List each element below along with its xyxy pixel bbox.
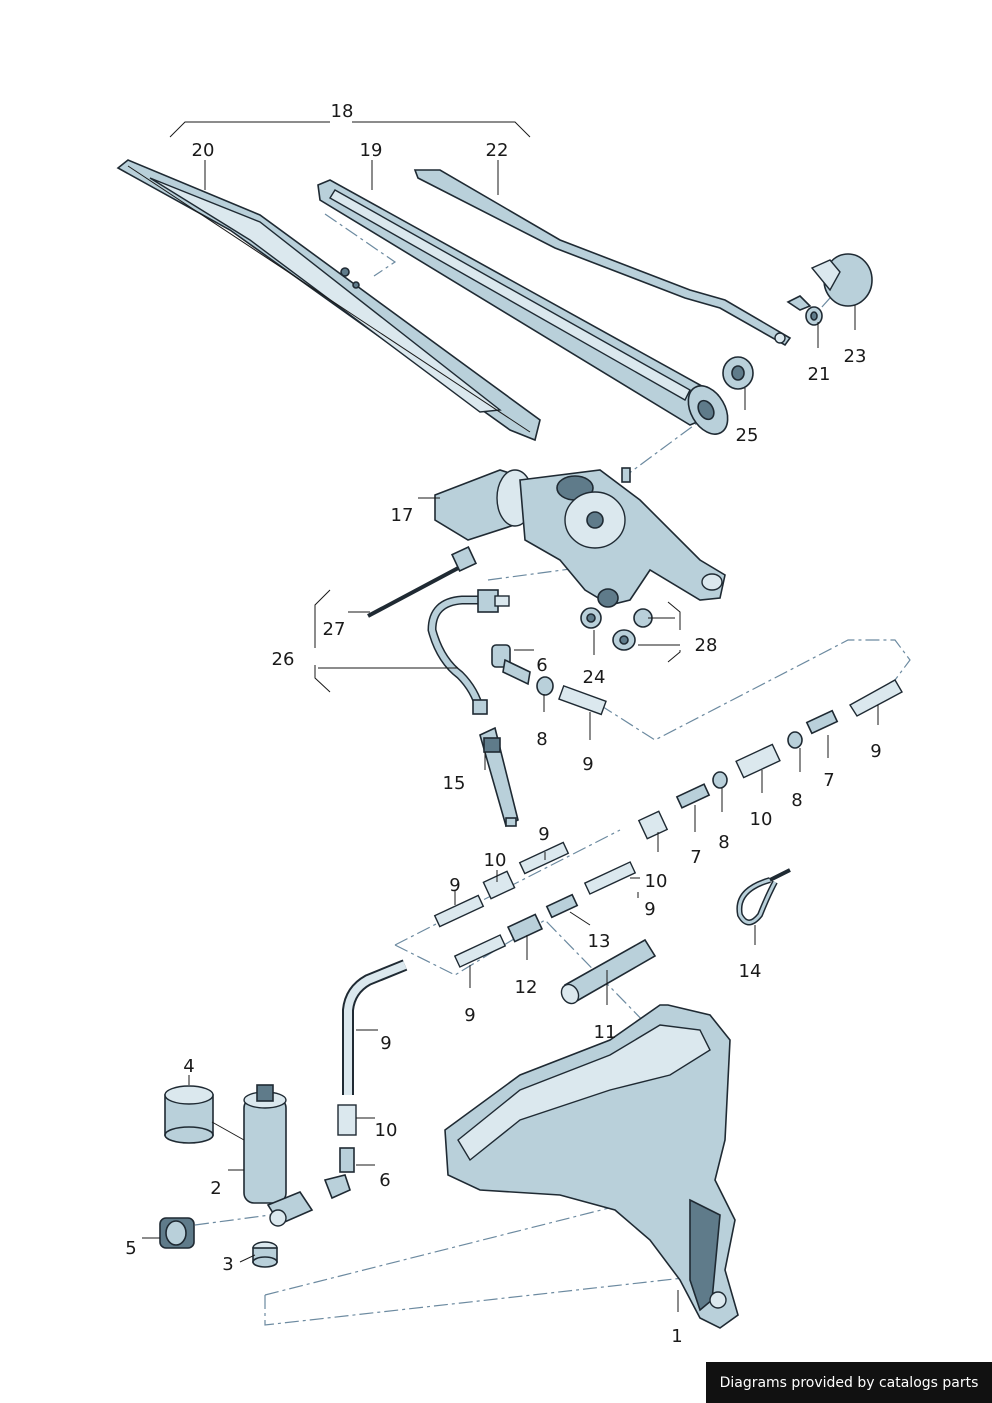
callout-13: 13 (588, 931, 611, 952)
protective-sleeve-11 (560, 938, 657, 1005)
callout-5: 5 (125, 1238, 136, 1259)
callout-10d: 10 (375, 1120, 398, 1141)
callout-28: 28 (695, 635, 718, 656)
callout-7a: 7 (823, 770, 834, 791)
callout-17: 17 (391, 505, 414, 526)
callout-3: 3 (222, 1254, 233, 1275)
callout-8c: 8 (718, 832, 729, 853)
washer-nozzle-15 (479, 726, 519, 828)
wiper-motor-17 (434, 467, 726, 608)
grommet-25 (722, 356, 754, 390)
grommet-3 (252, 1241, 278, 1268)
callout-27: 27 (323, 619, 346, 640)
callout-15: 15 (443, 773, 466, 794)
callout-21: 21 (808, 364, 831, 385)
callout-20: 20 (192, 140, 215, 161)
credit-text: Diagrams provided by catalogs parts (719, 1374, 979, 1391)
wiper-blade-20 (116, 159, 541, 442)
nut-21 (786, 295, 823, 326)
callout-10b: 10 (484, 850, 507, 871)
cover-cap-23 (810, 253, 873, 307)
cable-tie-27 (367, 545, 478, 618)
leader-lines (142, 121, 879, 1312)
wiper-arm-19 (317, 179, 729, 435)
callout-6a: 6 (536, 655, 547, 676)
callout-9c: 9 (538, 824, 549, 845)
callout-18: 18 (331, 101, 354, 122)
callout-8b: 8 (791, 790, 802, 811)
callout-10c: 10 (645, 871, 668, 892)
grommet-28 (612, 608, 653, 651)
hose-connectors-upper (491, 644, 903, 840)
callout-9g: 9 (380, 1033, 391, 1054)
callout-4: 4 (183, 1056, 194, 1077)
hose-set-middle (433, 841, 637, 968)
hose-clip-14 (736, 868, 791, 926)
callout-9a: 9 (582, 754, 593, 775)
callout-1: 1 (671, 1326, 682, 1347)
credit-banner: Diagrams provided by catalogs parts (706, 1362, 992, 1403)
callout-19: 19 (360, 140, 383, 161)
spoiler-strip-22 (413, 169, 792, 347)
callout-labels: 18 20 19 22 23 21 25 17 27 26 28 24 6 8 … (125, 101, 881, 1347)
callout-25: 25 (736, 425, 759, 446)
washer-reservoir-1 (444, 1004, 739, 1329)
callout-10a: 10 (750, 809, 773, 830)
callout-11: 11 (594, 1022, 617, 1043)
callout-22: 22 (486, 140, 509, 161)
connector-5 (159, 1217, 195, 1249)
callout-23: 23 (844, 346, 867, 367)
callout-26: 26 (272, 649, 295, 670)
washer-hose-26 (427, 589, 510, 715)
callout-9f: 9 (464, 1005, 475, 1026)
callout-9e: 9 (644, 899, 655, 920)
callout-9b: 9 (870, 741, 881, 762)
callout-6b: 6 (379, 1170, 390, 1191)
callout-7b: 7 (690, 847, 701, 868)
nut-24 (580, 607, 602, 629)
callout-24: 24 (583, 667, 606, 688)
washer-pump-2 (243, 1084, 314, 1227)
hose-lower-9 (323, 959, 408, 1200)
callout-2: 2 (210, 1178, 221, 1199)
seal-4 (164, 1085, 214, 1144)
callout-14: 14 (739, 961, 762, 982)
callout-9d: 9 (449, 875, 460, 896)
callout-12: 12 (515, 977, 538, 998)
callout-8a: 8 (536, 729, 547, 750)
